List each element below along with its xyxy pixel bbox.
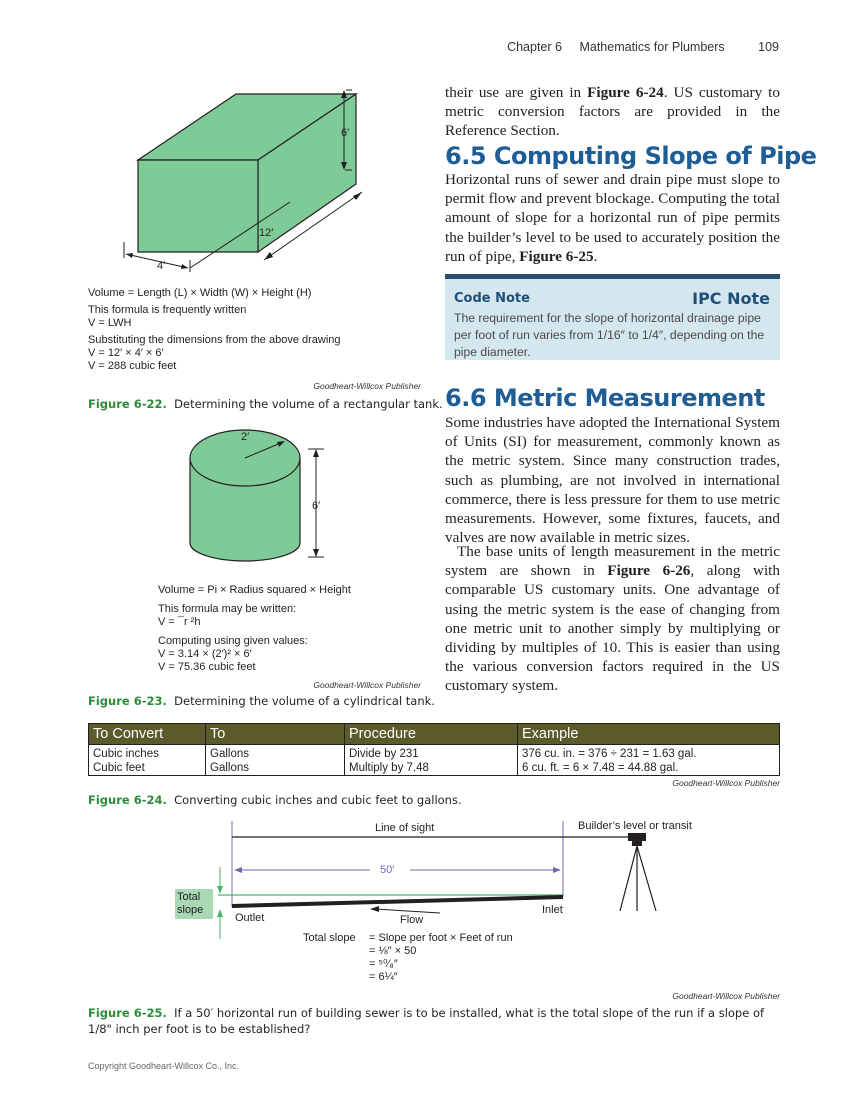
chapter-title: Mathematics for Plumbers bbox=[579, 40, 725, 54]
equation-line: = Slope per foot × Feet of run bbox=[369, 932, 513, 944]
line-of-sight-label: Line of sight bbox=[375, 822, 435, 834]
equation-label: Total slope bbox=[303, 932, 356, 944]
total-slope-line: slope bbox=[177, 904, 204, 916]
running-header: Chapter 6 Mathematics for Plumbers 109 bbox=[493, 40, 779, 54]
section-6-6-heading: 6.6 Metric Measurement bbox=[445, 384, 765, 412]
section-6-6-paragraph-1: Some industries have adopted the Interna… bbox=[445, 414, 780, 547]
fig23-line: V = ¯r ²h bbox=[158, 616, 201, 628]
width-dim-label: 4′ bbox=[157, 260, 166, 272]
table-cell: 376 cu. in. = 376 ÷ 231 = 1.63 gal. bbox=[517, 744, 780, 761]
table-header-cell: Example bbox=[517, 723, 780, 745]
builders-level-label: Builder’s level or transit bbox=[578, 820, 692, 832]
code-note-title: Code Note bbox=[454, 291, 530, 306]
text-run: . bbox=[593, 247, 598, 265]
caption-label: Figure 6-23. bbox=[88, 694, 167, 708]
code-note-box: Code Note IPC Note The requirement for t… bbox=[445, 274, 780, 360]
fig22-line: Substituting the dimensions from the abo… bbox=[88, 334, 341, 346]
fig22-caption: Figure 6-22. Determining the volume of a… bbox=[88, 397, 443, 411]
figure-ref: Figure 6-26 bbox=[607, 562, 691, 580]
fig23-line: V = 75.36 cubic feet bbox=[158, 661, 256, 673]
fig24-credit: Goodheart-Willcox Publisher bbox=[672, 778, 780, 788]
conversion-table: To Convert To Procedure Example Cubic in… bbox=[88, 723, 780, 776]
equation-line: = ⁵⁰⁄₈″ bbox=[369, 958, 398, 970]
fig24-caption: Figure 6-24. Converting cubic inches and… bbox=[88, 793, 462, 807]
text-run: their use are given in bbox=[445, 84, 588, 101]
inlet-label: Inlet bbox=[542, 904, 563, 916]
table-cell: 6 cu. ft. = 6 × 7.48 = 44.88 gal. bbox=[517, 761, 780, 776]
fig23-line: V = 3.14 × (2′)² × 6′ bbox=[158, 648, 252, 660]
caption-text: Converting cubic inches and cubic feet t… bbox=[174, 793, 462, 807]
table-cell: Cubic feet bbox=[88, 761, 206, 776]
section-6-6-paragraph-2: The base units of length measurement in … bbox=[445, 542, 780, 696]
outlet-label: Outlet bbox=[235, 912, 265, 924]
fig22-formula-block: Volume = Length (L) × Width (W) × Height… bbox=[88, 287, 341, 373]
cylindrical-tank-drawing bbox=[189, 429, 324, 562]
table-header-cell: To Convert bbox=[88, 723, 206, 745]
table-header-row: To Convert To Procedure Example bbox=[88, 723, 780, 745]
fig23-caption: Figure 6-23. Determining the volume of a… bbox=[88, 694, 435, 708]
intro-paragraph: their use are given in Figure 6-24. US c… bbox=[445, 83, 780, 141]
ipc-note-tag: IPC Note bbox=[692, 289, 770, 308]
chapter-label: Chapter 6 bbox=[507, 40, 562, 54]
table-row: Cubic inches Gallons Divide by 231 376 c… bbox=[88, 744, 780, 761]
caption-text: If a 50′ horizontal run of building sewe… bbox=[88, 1006, 765, 1036]
fig23-formula-block: Volume = Pi × Radius squared × Height Th… bbox=[158, 584, 351, 674]
table-cell: Gallons bbox=[205, 744, 345, 761]
figure-ref: Figure 6-25 bbox=[519, 247, 594, 265]
total-slope-box: Total slope bbox=[175, 889, 213, 919]
code-note-body: The requirement for the slope of horizon… bbox=[454, 311, 765, 359]
fig25-credit: Goodheart-Willcox Publisher bbox=[672, 991, 780, 1001]
rectangular-tank-drawing bbox=[123, 89, 363, 272]
table-header-cell: To bbox=[205, 723, 345, 745]
copyright-footer: Copyright Goodheart-Willcox Co., Inc. bbox=[88, 1061, 240, 1071]
table-row: Cubic feet Gallons Multiply by 7.48 6 cu… bbox=[88, 761, 780, 776]
section-6-5-paragraph: Horizontal runs of sewer and drain pipe … bbox=[445, 170, 780, 266]
fig23-line: Computing using given values: bbox=[158, 635, 308, 647]
table-cell: Cubic inches bbox=[88, 744, 206, 761]
caption-label: Figure 6-25. bbox=[88, 1006, 167, 1020]
fig25-caption: Figure 6-25. If a 50′ horizontal run of … bbox=[88, 1005, 780, 1037]
page-number: 109 bbox=[758, 40, 779, 54]
fig22-line: V = 288 cubic feet bbox=[88, 360, 177, 372]
equation-line: = 6¼″ bbox=[369, 971, 398, 983]
height-dim-label: 6′ bbox=[341, 127, 350, 139]
fig22-line: V = 12′ × 4′ × 6′ bbox=[88, 347, 164, 359]
equation-block: = Slope per foot × Feet of run = ⅛″ × 50… bbox=[369, 932, 513, 984]
text-run: Horizontal runs of sewer and drain pipe … bbox=[445, 171, 780, 265]
section-6-5-heading: 6.5 Computing Slope of Pipe bbox=[445, 142, 817, 170]
fig22-line: V = LWH bbox=[88, 317, 132, 329]
total-slope-line: Total bbox=[177, 891, 201, 903]
equation-line: = ⅛″ × 50 bbox=[369, 945, 417, 957]
length-dim-label: 12′ bbox=[259, 227, 274, 239]
text-run: , along with comparable US customary uni… bbox=[445, 562, 780, 695]
flow-label: Flow bbox=[400, 914, 424, 926]
table-cell: Divide by 231 bbox=[344, 744, 518, 761]
radius-dim-label: 2′ bbox=[241, 431, 250, 443]
pipe-slope-diagram bbox=[217, 821, 657, 939]
figure-ref: Figure 6-24 bbox=[587, 84, 664, 101]
fig22-credit: Goodheart-Willcox Publisher bbox=[313, 381, 421, 391]
cyl-height-dim-label: 6′ bbox=[312, 500, 321, 512]
table-cell: Multiply by 7.48 bbox=[344, 761, 518, 776]
fig23-line: This formula may be written: bbox=[158, 603, 297, 615]
fig22-line: Volume = Length (L) × Width (W) × Height… bbox=[88, 287, 312, 299]
fig23-credit: Goodheart-Willcox Publisher bbox=[313, 680, 421, 690]
run-length-label: 50′ bbox=[380, 864, 395, 876]
caption-label: Figure 6-24. bbox=[88, 793, 167, 807]
caption-text: Determining the volume of a rectangular … bbox=[174, 397, 443, 411]
table-header-cell: Procedure bbox=[344, 723, 518, 745]
caption-label: Figure 6-22. bbox=[88, 397, 167, 411]
text-run: . US customary to metric conversion fact… bbox=[445, 84, 780, 140]
caption-text: Determining the volume of a cylindrical … bbox=[174, 694, 435, 708]
table-cell: Gallons bbox=[205, 761, 345, 776]
fig22-line: This formula is frequently written bbox=[88, 304, 247, 316]
text-run: The base units of length measurement in … bbox=[445, 543, 780, 580]
fig23-line: Volume = Pi × Radius squared × Height bbox=[158, 584, 351, 596]
